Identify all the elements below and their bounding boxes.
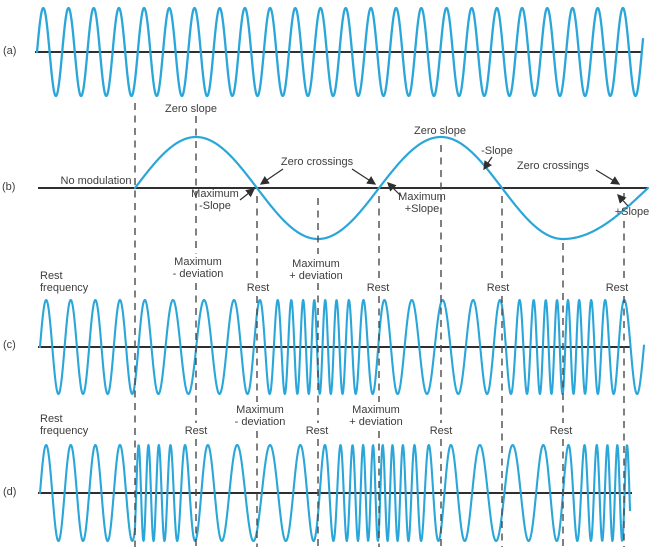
label-maximum-minus-slope: Maximum -Slope (191, 188, 239, 212)
annotation-arrow (239, 188, 256, 201)
label-line: Maximum (174, 256, 222, 268)
label-minus-slope: -Slope (481, 145, 513, 157)
pm-wave-d (38, 443, 632, 543)
label-zero-slope-1: Zero slope (165, 103, 217, 115)
label-line: +Slope (404, 203, 440, 215)
label-zero-slope-2: Zero slope (414, 125, 466, 137)
label-rest-frequency-d: Rest frequency (40, 413, 88, 437)
row-label-b: (b) (2, 181, 16, 193)
label-line: - deviation (234, 416, 286, 428)
annotation-arrow (259, 168, 284, 185)
label-plus-slope: +Slope (614, 206, 650, 218)
label-line: Rest (40, 413, 63, 425)
carrier-wave-a (35, 6, 645, 98)
label-line: Maximum (292, 258, 340, 270)
label-zero-crossings-2: Zero crossings (516, 160, 590, 172)
label-max-minus-deviation-c: Maximum - deviation (173, 256, 224, 280)
label-no-modulation: No modulation (60, 175, 132, 187)
label-rest-c-3: Rest (486, 282, 510, 294)
label-line: Maximum (191, 188, 239, 200)
label-line: - deviation (172, 268, 224, 280)
row-label-a: (a) (3, 45, 17, 57)
row-label-c: (c) (3, 339, 16, 351)
annotation-arrow (617, 194, 629, 207)
label-rest-c-4: Rest (605, 282, 629, 294)
row-label-d: (d) (3, 486, 17, 498)
label-rest-frequency-c: Rest frequency (40, 270, 88, 294)
label-line: frequency (40, 282, 89, 294)
label-rest-d-2: Rest (305, 425, 329, 437)
label-max-plus-deviation-d: Maximum + deviation (349, 404, 403, 428)
label-rest-c-1: Rest (246, 282, 270, 294)
label-maximum-plus-slope: Maximum +Slope (398, 191, 446, 215)
label-zero-crossings-1: Zero crossings (280, 156, 354, 168)
label-rest-d-4: Rest (549, 425, 573, 437)
annotation-arrow (351, 168, 377, 185)
label-line: Rest (40, 270, 63, 282)
label-line: Maximum (236, 404, 284, 416)
label-max-minus-deviation-d: Maximum - deviation (235, 404, 286, 428)
label-line: -Slope (199, 200, 231, 212)
label-line: Maximum (398, 191, 446, 203)
label-rest-d-1: Rest (184, 425, 208, 437)
label-rest-c-2: Rest (366, 282, 390, 294)
label-line: + deviation (349, 416, 403, 428)
annotation-arrow (595, 169, 621, 185)
label-line: frequency (40, 425, 89, 437)
modulating-wave-b (133, 135, 650, 241)
fm-wave-c (38, 298, 646, 396)
label-max-plus-deviation-c: Maximum + deviation (289, 258, 343, 282)
label-line: + deviation (289, 270, 343, 282)
annotation-arrow (483, 156, 493, 171)
annotation-arrow (387, 182, 402, 197)
label-line: Maximum (352, 404, 400, 416)
label-rest-d-3: Rest (429, 425, 453, 437)
